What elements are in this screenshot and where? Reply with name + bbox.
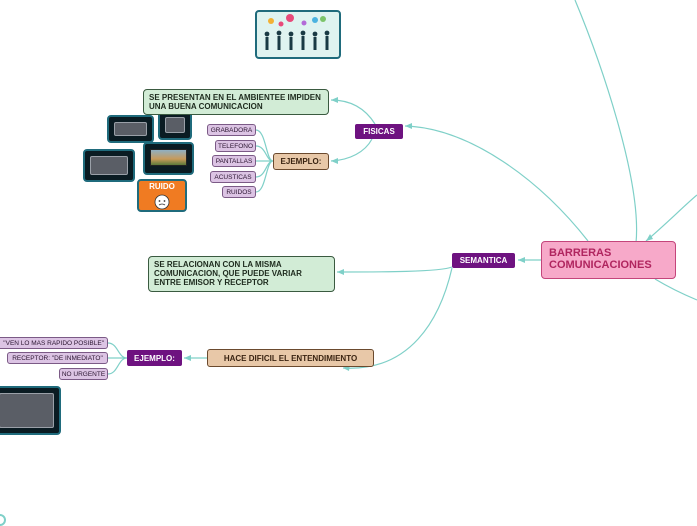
- semantica-example-item-ven[interactable]: "VEN LO MAS RAPIDO POSIBLE": [0, 337, 108, 349]
- fisicas-example-item-ruidos[interactable]: RUIDOS: [222, 186, 256, 198]
- fisicas-example-item-label: PANTALLAS: [215, 157, 253, 165]
- fisicas-description-text: SE PRESENTAN EN EL AMBIENTEE IMPIDEN UNA…: [149, 93, 321, 111]
- television-image: [143, 142, 194, 175]
- recorder-image: [107, 115, 154, 143]
- semantica-example-node[interactable]: EJEMPLO:: [127, 350, 182, 366]
- semantica-example-item-label: RECEPTOR: "DE INMEDIATO": [12, 354, 103, 362]
- fisicas-example-item-telefono[interactable]: TELEFONO: [215, 140, 256, 152]
- semantica-node-label: SEMANTICA: [459, 256, 508, 265]
- connector-fisicas-items: [255, 129, 274, 193]
- fisicas-node[interactable]: FISICAS: [355, 124, 403, 139]
- semantica-description-text: SE RELACIONAN CON LA MISMA COMUNICACION,…: [154, 260, 302, 287]
- semantica-example-item-no-urgente[interactable]: NO URGENTE: [59, 368, 108, 380]
- connector-root-right-upper: [645, 194, 697, 242]
- semantic-example-image: [0, 386, 61, 435]
- fisicas-node-label: FISICAS: [363, 127, 395, 136]
- semantica-effect-label: HACE DIFICIL EL ENTENDIMIENTO: [223, 353, 358, 363]
- noise-image-caption: RUIDO: [149, 182, 175, 191]
- connector-semantica-description: [336, 266, 453, 273]
- fisicas-example-item-label: ACUSTICAS: [214, 173, 252, 181]
- root-node[interactable]: BARRERAS COMUNICACIONES: [541, 241, 676, 279]
- connector-root-right-lower: [654, 278, 697, 301]
- fisicas-example-node[interactable]: EJEMPLO:: [273, 153, 329, 170]
- semantica-example-item-label: "VEN LO MAS RAPIDO POSIBLE": [3, 339, 104, 347]
- fisicas-example-item-pantallas[interactable]: PANTALLAS: [212, 155, 256, 167]
- phone-image: [158, 110, 192, 140]
- connector-root-fisicas: [404, 125, 589, 242]
- semantica-node[interactable]: SEMANTICA: [452, 253, 515, 268]
- connector-root-top: [574, 0, 638, 244]
- semantica-description-node[interactable]: SE RELACIONAN CON LA MISMA COMUNICACION,…: [148, 256, 335, 292]
- fisicas-example-label: EJEMPLO:: [280, 157, 322, 166]
- fisicas-example-item-label: TELEFONO: [217, 142, 254, 150]
- noise-image: RUIDO: [137, 179, 187, 212]
- screen-image: [83, 149, 135, 182]
- fisicas-description-node[interactable]: SE PRESENTAN EN EL AMBIENTEE IMPIDEN UNA…: [143, 89, 329, 115]
- semantica-example-item-receptor[interactable]: RECEPTOR: "DE INMEDIATO": [7, 352, 108, 364]
- connector-fisicas-ejemplo: [330, 138, 373, 162]
- fisicas-example-item-grabadora[interactable]: GRABADORA: [207, 124, 256, 136]
- fisicas-example-item-label: RUIDOS: [226, 188, 252, 196]
- people-network-image: [255, 10, 341, 59]
- fisicas-example-item-acusticas[interactable]: ACUSTICAS: [210, 171, 256, 183]
- semantica-example-item-label: NO URGENTE: [61, 370, 106, 378]
- connector-semantica-items: [107, 342, 128, 375]
- fisicas-example-item-label: GRABADORA: [210, 126, 253, 134]
- semantica-example-label: EJEMPLO:: [134, 353, 175, 363]
- semantica-effect-node[interactable]: HACE DIFICIL EL ENTENDIMIENTO: [207, 349, 374, 367]
- connector-fisicas-description: [330, 99, 376, 125]
- root-node-label: BARRERAS COMUNICACIONES: [549, 247, 652, 271]
